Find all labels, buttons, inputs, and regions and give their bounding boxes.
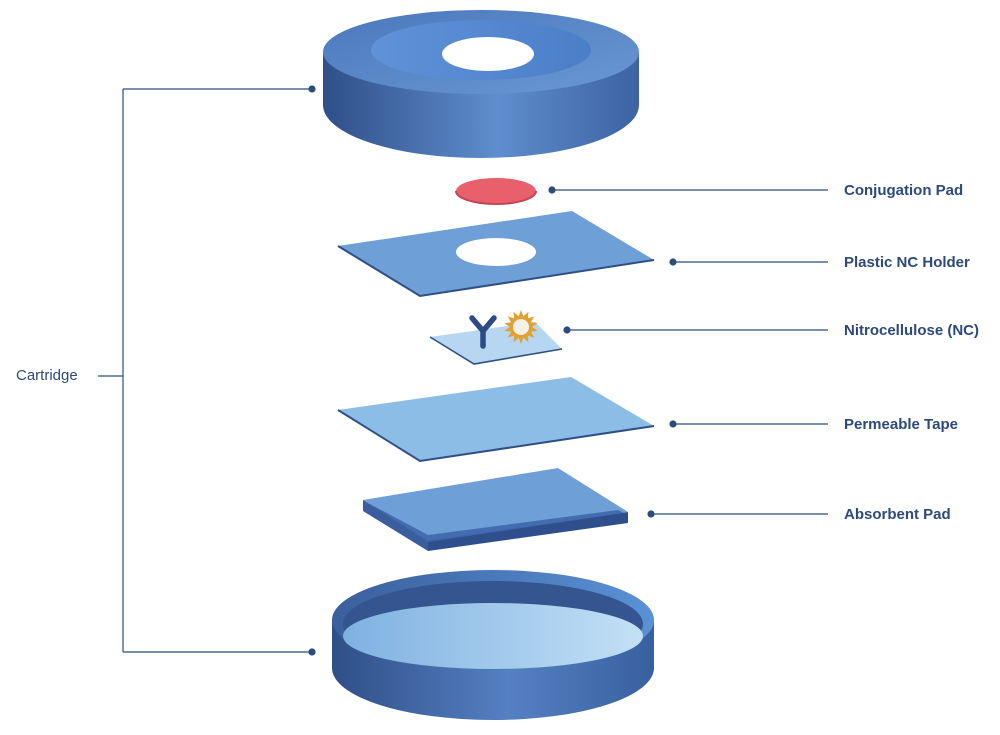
antigen-icon — [504, 310, 538, 344]
bracket-dot-bottom — [308, 648, 316, 656]
cartridge-bracket — [98, 88, 312, 653]
label-plastic-nc-holder: Plastic NC Holder — [844, 254, 970, 271]
bottom-cup — [332, 570, 654, 720]
label-permeable-tape: Permeable Tape — [844, 416, 958, 433]
leader-lines — [552, 189, 828, 515]
permeable-tape-shape — [337, 377, 655, 463]
label-conjugation-pad: Conjugation Pad — [844, 182, 964, 199]
label-nitrocellulose: Nitrocellulose (NC) — [844, 322, 980, 339]
antibody-icon — [469, 315, 497, 349]
conjugation-pad-shape — [456, 178, 536, 204]
label-absorbent-pad: Absorbent Pad — [844, 506, 951, 523]
leader-dots — [548, 186, 677, 518]
label-cartridge: Cartridge — [16, 367, 78, 384]
nitrocellulose-shape — [429, 322, 563, 365]
conjugation-pad-edge — [455, 190, 537, 205]
plastic-nc-holder-shape — [337, 211, 655, 298]
bracket-dot-top — [308, 85, 316, 93]
top-cap — [323, 10, 639, 158]
absorbent-pad-shape — [363, 468, 628, 551]
